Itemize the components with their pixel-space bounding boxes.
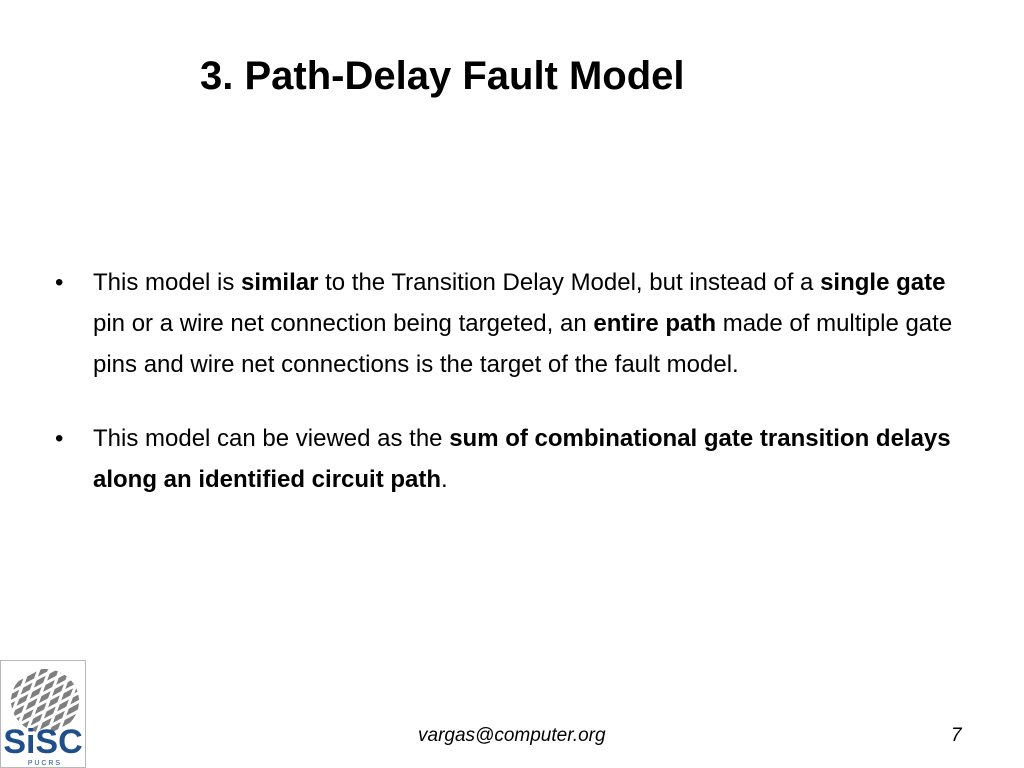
footer-email: vargas@computer.org: [418, 725, 606, 746]
bullet-marker: •: [55, 269, 64, 296]
bullet-text: pin or a wire net connection being targe…: [93, 310, 594, 337]
bullet-text: .: [441, 466, 448, 493]
bullet-text: This model can be viewed as the: [93, 425, 450, 452]
bullet-text: to the Transition Delay Model, but inste…: [318, 269, 821, 296]
bullet-bold-text: entire path: [593, 310, 717, 337]
bullet-text: made of multiple gate pins and wire net …: [93, 310, 953, 378]
bullet-item: • This model is similar to the Transitio…: [55, 262, 980, 385]
bullet-bold-text: similar: [241, 269, 319, 296]
bullet-bold-text: sum of combinational gate transition del…: [93, 425, 951, 493]
slide-title: 3. Path-Delay Fault Model: [200, 54, 685, 98]
bullet-bold-text: single gate: [820, 269, 946, 296]
bullet-item: • This model can be viewed as the sum of…: [55, 418, 980, 500]
bullet-list: • This model is similar to the Transitio…: [55, 262, 980, 500]
logo-subtext: P U C R S: [28, 760, 60, 767]
page-number: 7: [951, 725, 962, 746]
logo-text: SiSC: [3, 723, 82, 761]
sisc-logo: SiSC P U C R S: [0, 660, 86, 768]
bullet-marker: •: [55, 425, 64, 452]
bullet-text: This model is: [93, 269, 242, 296]
globe-grid-icon: SiSC P U C R S: [3, 669, 83, 767]
